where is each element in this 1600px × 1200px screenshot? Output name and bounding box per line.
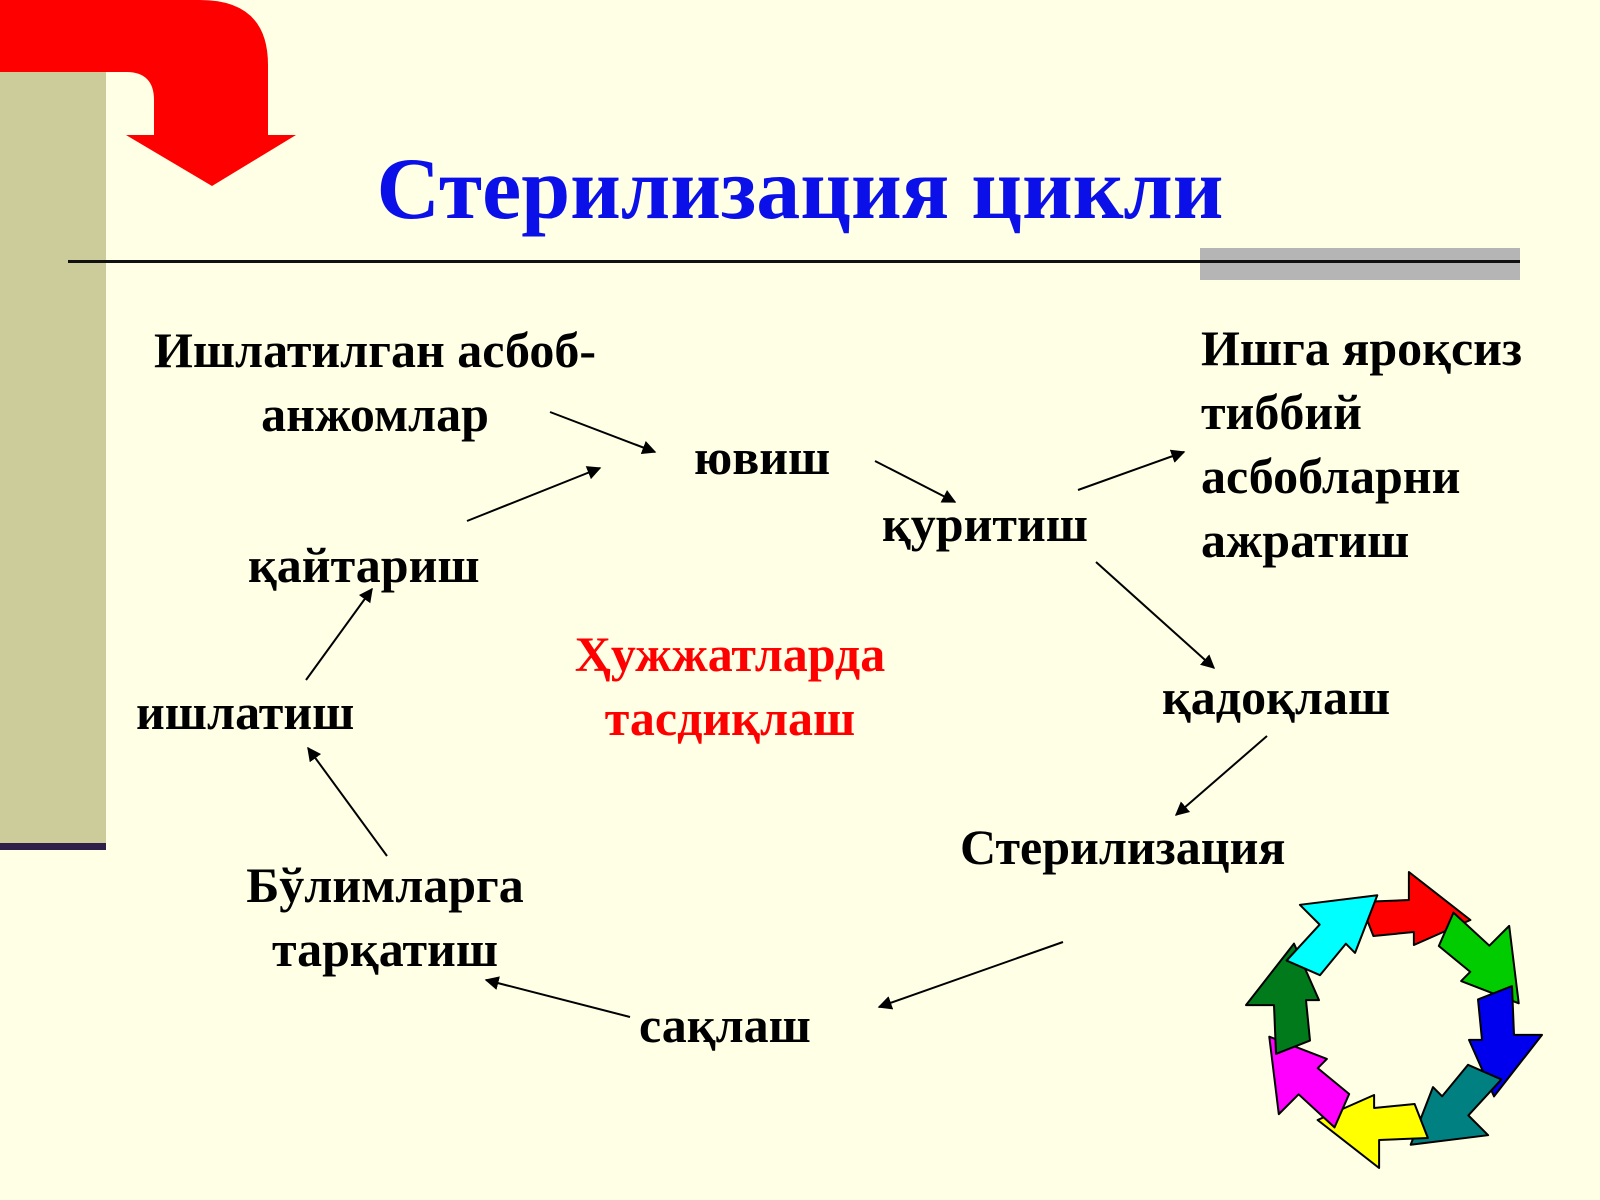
- node-separate-unusable: Ишга яроқсиз тиббий асбобларни ажратиш: [1201, 316, 1522, 572]
- arrow-packaging-to-sterilization: [1174, 735, 1268, 816]
- node-packaging: қадоқлаш: [1162, 669, 1391, 725]
- curved-down-arrow-icon: [0, 0, 296, 186]
- page-title: Стерилизация цикли: [376, 141, 1224, 238]
- arrow-usage-to-return: [305, 587, 373, 681]
- arrow-washing-to-drying: [874, 460, 957, 503]
- node-distribution-line1: Бўлимларга: [246, 857, 524, 913]
- node-used-instruments-line1: Ишлатилган асбоб-: [153, 322, 597, 378]
- arrow-distribution-to-usage: [307, 746, 388, 857]
- node-separate-line2: тиббий: [1201, 384, 1362, 440]
- node-drying: қуритиш: [882, 496, 1089, 552]
- arrow-drying-to-separate: [1077, 449, 1186, 491]
- title-rule-shadow: [1200, 248, 1520, 280]
- arrow-sterilization-to-storage: [877, 941, 1064, 1010]
- arrow-return-to-washing: [466, 466, 602, 522]
- node-separate-line1: Ишга яроқсиз: [1201, 320, 1523, 376]
- node-used-instruments: Ишлатилган асбоб- анжомлар: [130, 318, 620, 446]
- node-separate-line3: асбобларни: [1201, 448, 1461, 504]
- center-note: Ҳужжатларда тасдиқлаш: [530, 622, 930, 750]
- arrow-drying-to-packaging: [1095, 561, 1216, 669]
- node-washing: ювиш: [694, 429, 831, 485]
- arrow-used-to-washing: [549, 411, 657, 455]
- node-return: қайтариш: [248, 537, 480, 593]
- node-sterilization: Стерилизация: [960, 819, 1286, 875]
- node-usage: ишлатиш: [136, 684, 355, 740]
- center-note-line2: тасдиқлаш: [604, 690, 856, 746]
- arrow-storage-to-distribution: [484, 976, 631, 1018]
- node-separate-line4: ажратиш: [1201, 512, 1410, 568]
- node-used-instruments-line2: анжомлар: [261, 386, 489, 442]
- left-decorative-bar: [0, 70, 106, 850]
- title-rule: [68, 260, 1520, 263]
- center-note-line1: Ҳужжатларда: [574, 626, 886, 682]
- node-distribution: Бўлимларга тарқатиш: [200, 853, 570, 981]
- node-storage: сақлаш: [639, 997, 811, 1053]
- node-distribution-line2: тарқатиш: [271, 921, 499, 977]
